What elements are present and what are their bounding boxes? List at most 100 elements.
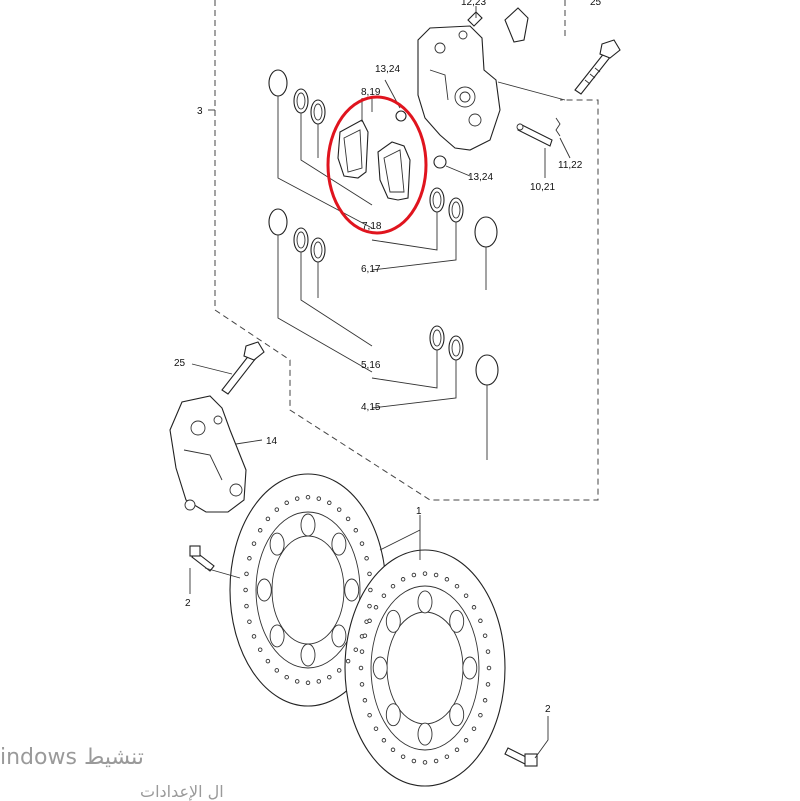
disc-carrier-slot [269, 624, 285, 648]
leader-1 [379, 515, 421, 560]
disc-vent-hole [336, 507, 342, 512]
disc-vent-hole [362, 633, 368, 638]
disc-vent-hole [327, 674, 332, 680]
disc-vent-hole [367, 571, 372, 577]
disc-vent-hole [362, 698, 368, 703]
callout-12-23: 12,23 [461, 0, 486, 8]
disc-vent-hole [284, 674, 289, 680]
disc-vent-hole [444, 754, 450, 759]
disc-vent-hole [305, 494, 311, 500]
disc-vent-hole [390, 747, 396, 753]
disc-vent-hole [482, 633, 488, 638]
disc-vent-hole [373, 605, 379, 610]
disc-carrier-slot [300, 513, 316, 537]
disc-vent-hole [353, 528, 359, 533]
disc-carrier-slot [417, 722, 433, 746]
disc-vent-hole [485, 682, 491, 687]
callout-5-16: 5,16 [361, 360, 381, 371]
callout-2-lower: 2 [545, 704, 551, 715]
windows-activation-watermark-sub: ال الإعدادات [140, 782, 224, 801]
disc-vent-hole [422, 571, 428, 576]
pin-clip [555, 117, 561, 137]
highlight-circle [326, 95, 428, 235]
disc-vent-hole [433, 572, 439, 578]
leader-25-lower [191, 363, 233, 375]
disc-vent-hole [244, 603, 249, 609]
disc-holes [243, 494, 492, 765]
disc-vent-hole [345, 658, 351, 664]
pad-pin [516, 123, 553, 147]
callout-4-15: 4,15 [361, 402, 381, 413]
disc-vent-hole [367, 603, 372, 609]
disc-vent-hole [327, 500, 332, 506]
disc-carrier-slot [269, 532, 285, 556]
callout-7-18: 7,18 [362, 221, 382, 232]
seal-13-lower [433, 155, 447, 169]
bracket-lines [208, 79, 571, 460]
leader-2-upper [189, 567, 241, 594]
callout-13-24-lower: 13,24 [468, 172, 493, 183]
callout-2-upper: 2 [185, 598, 191, 609]
bleeder-screw [467, 6, 529, 43]
disc-carrier-slot [449, 703, 465, 727]
disc-vent-hole [411, 758, 417, 764]
disc-vent-hole [247, 619, 252, 624]
disc-vent-hole [471, 605, 477, 610]
disc-vent-hole [274, 507, 280, 512]
disc-carrier-slot [331, 532, 347, 556]
disc-vent-hole [364, 556, 369, 561]
disc-vent-hole [471, 726, 477, 731]
windows-activation-watermark: indows تنشيط [0, 745, 144, 770]
disc-vent-hole [478, 712, 483, 718]
disc-vent-hole [359, 649, 365, 654]
assembly-boundary [214, 0, 599, 501]
disc-vent-hole [463, 593, 469, 598]
disc-vent-hole [368, 587, 373, 593]
disc-vent-hole [294, 496, 300, 501]
callout-11-22: 11,22 [558, 160, 583, 171]
disc-carrier-slot [372, 656, 388, 680]
disc-vent-hole [422, 760, 428, 765]
callout-1: 1 [416, 506, 422, 517]
disc-carrier-slot [256, 578, 272, 602]
brake-disc-front [344, 549, 506, 787]
leader-14 [235, 439, 263, 445]
disc-bolt-lower [504, 747, 538, 767]
disc-vent-hole [305, 680, 311, 686]
disc-vent-hole [454, 747, 460, 753]
callout-3: 3 [197, 106, 203, 117]
callout-8-19: 8,19 [361, 87, 381, 98]
disc-vent-hole [444, 577, 450, 582]
disc-vent-hole [294, 679, 300, 684]
disc-carrier-slot [417, 590, 433, 614]
disc-vent-hole [367, 712, 372, 718]
disc-vent-hole [265, 516, 271, 522]
disc-vent-hole [358, 665, 364, 671]
disc-carrier-slot [300, 643, 316, 667]
disc-vent-hole [345, 516, 351, 522]
disc-vent-hole [367, 618, 372, 624]
callout-14: 14 [266, 436, 278, 447]
disc-vent-hole [244, 571, 249, 577]
callout-10-21: 10,21 [530, 182, 555, 193]
lower-caliper [169, 395, 247, 513]
disc-vent-hole [359, 541, 365, 546]
leader-2-lower [534, 716, 549, 759]
disc-vent-hole [485, 649, 491, 654]
middle-seals-right [429, 325, 499, 386]
disc-vent-hole [454, 583, 460, 589]
upper-caliper [417, 25, 501, 151]
disc-vent-hole [257, 647, 263, 652]
disc-vent-hole [251, 634, 257, 639]
disc-vent-hole [482, 698, 488, 703]
callout-13-24-upper: 13,24 [375, 64, 400, 75]
callout-25-upper: 25 [590, 0, 602, 8]
upper-seals-left [268, 69, 326, 125]
callout-25-lower: 25 [174, 358, 186, 369]
disc-vent-hole [316, 496, 322, 501]
disc-carrier-slot [344, 578, 360, 602]
disc-vent-hole [486, 665, 492, 671]
disc-vent-hole [433, 758, 439, 764]
disc-carrier-slot [331, 624, 347, 648]
